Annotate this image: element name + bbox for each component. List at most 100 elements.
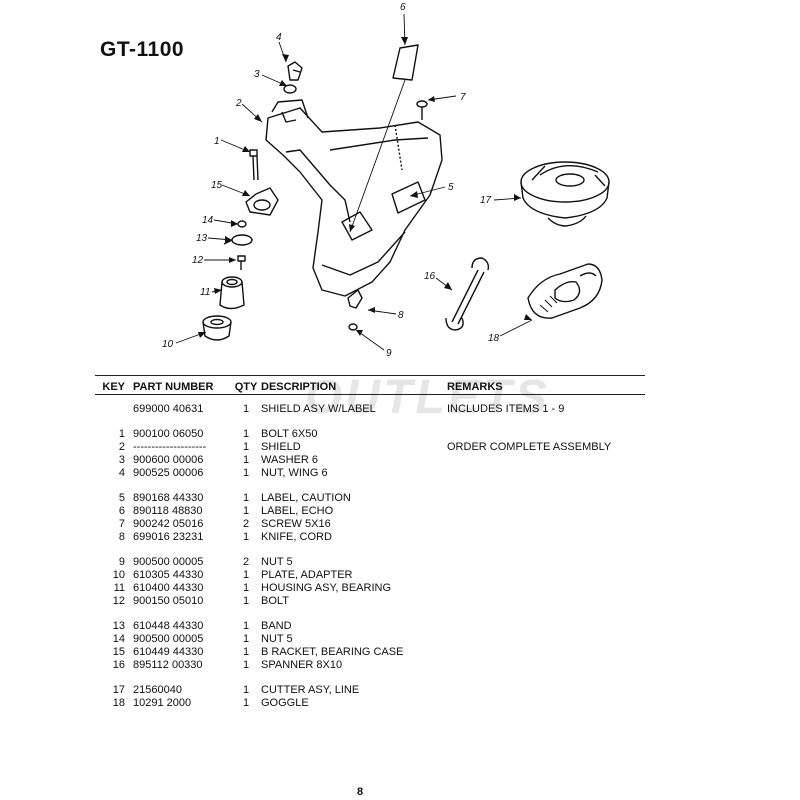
callout-9: 9 xyxy=(386,348,392,359)
cell-description: B RACKET, BEARING CASE xyxy=(261,646,404,658)
cell-qty: 1 xyxy=(242,403,250,415)
cell-description: PLATE, ADAPTER xyxy=(261,569,353,581)
cell-description: LABEL, CAUTION xyxy=(261,492,351,504)
cell-remarks xyxy=(447,633,647,646)
cell-description: GOGGLE xyxy=(261,697,309,709)
washer-drawing xyxy=(283,84,297,94)
cell-key: 17 xyxy=(112,684,125,696)
cell-remarks xyxy=(447,659,647,672)
callout-5: 5 xyxy=(448,182,454,193)
cell-remarks xyxy=(447,416,647,441)
cell-description: WASHER 6 xyxy=(261,454,319,466)
cell-key: 7 xyxy=(118,518,125,530)
cell-part-number: 900500 00005 xyxy=(133,556,204,568)
cell-qty: 1 xyxy=(242,633,250,645)
label-echo-drawing xyxy=(392,44,419,81)
cell-key: 15 xyxy=(112,646,125,658)
cell-qty: 1 xyxy=(242,582,250,594)
wing-nut-drawing xyxy=(287,61,303,81)
cell-remarks xyxy=(447,582,647,595)
callout-13: 13 xyxy=(196,233,208,244)
bracket-drawing xyxy=(245,187,279,216)
cell-qty: 1 xyxy=(242,684,250,696)
callout-15: 15 xyxy=(211,180,223,191)
cell-part-number: 900150 05010 xyxy=(133,595,204,607)
callout-14: 14 xyxy=(202,215,214,226)
callout-8: 8 xyxy=(398,310,404,321)
cell-qty: 1 xyxy=(242,595,250,607)
callout-7: 7 xyxy=(460,92,466,103)
cell-qty: 1 xyxy=(242,659,250,671)
cell-description: HOUSING ASY, BEARING xyxy=(261,582,392,594)
cell-part-number: 610449 44330 xyxy=(133,646,204,658)
cell-qty: 1 xyxy=(242,531,250,543)
header-remarks: REMARKS xyxy=(447,381,503,393)
nut-9-drawing xyxy=(348,323,358,331)
cell-key: 3 xyxy=(118,454,125,466)
callout-2: 2 xyxy=(235,98,242,109)
callout-11: 11 xyxy=(200,287,210,298)
cell-key: 14 xyxy=(112,633,125,645)
header-key: KEY xyxy=(102,381,125,393)
cell-description: NUT, WING 6 xyxy=(261,467,328,479)
callout-16: 16 xyxy=(424,271,436,282)
cell-part-number: 610305 44330 xyxy=(133,569,204,581)
cell-part-number: 900100 06050 xyxy=(133,428,204,440)
shield-drawing xyxy=(265,99,443,297)
cell-qty: 1 xyxy=(242,428,250,440)
callout-17: 17 xyxy=(480,195,492,206)
cell-part-number: 900525 00006 xyxy=(133,467,204,479)
cell-key: 1 xyxy=(118,428,125,440)
cell-remarks: ORDER COMPLETE ASSEMBLY xyxy=(447,441,612,453)
cell-qty: 2 xyxy=(242,556,250,568)
cell-key xyxy=(91,394,131,416)
callout-10: 10 xyxy=(162,339,174,350)
cell-qty: 1 xyxy=(242,454,250,466)
cell-qty: 2 xyxy=(242,518,250,530)
cell-key: 13 xyxy=(112,620,125,632)
cell-description: KNIFE, CORD xyxy=(261,531,332,543)
cell-part-number: 699000 40631 xyxy=(133,403,204,415)
cell-key: 5 xyxy=(118,492,125,504)
nut-drawing xyxy=(237,220,247,228)
cell-key: 18 xyxy=(112,697,125,709)
callout-4: 4 xyxy=(276,32,282,43)
screw-drawing xyxy=(416,100,428,120)
goggle-drawing xyxy=(527,263,603,319)
callout-1: 1 xyxy=(214,136,220,147)
cell-qty: 1 xyxy=(242,569,250,581)
header-description: DESCRIPTION xyxy=(261,381,337,393)
cell-part-number: 610400 44330 xyxy=(133,582,204,594)
cell-part-number: 890168 44330 xyxy=(133,492,204,504)
cell-remarks xyxy=(447,544,647,569)
table-row: 5 890168 44330 1 LABEL, CAUTION xyxy=(91,480,647,505)
cell-part-number: 890118 48830 xyxy=(133,505,203,517)
cell-key: 11 xyxy=(113,582,125,594)
cell-remarks xyxy=(447,595,647,608)
cell-key: 10 xyxy=(112,569,125,581)
bolt-drawing xyxy=(249,149,259,181)
cell-remarks xyxy=(447,531,647,544)
cell-key: 8 xyxy=(118,531,125,543)
cell-qty: 1 xyxy=(242,492,250,504)
cell-remarks: INCLUDES ITEMS 1 - 9 xyxy=(447,403,565,415)
cell-remarks xyxy=(447,467,647,480)
cell-key: 6 xyxy=(118,505,125,517)
exploded-parts-diagram: 4 3 2 1 15 14 13 12 11 10 6 7 5 8 9 17 1… xyxy=(162,2,610,359)
callout-18: 18 xyxy=(488,333,500,344)
cell-key: 16 xyxy=(112,659,125,671)
cell-remarks xyxy=(447,608,647,633)
page-number: 8 xyxy=(357,786,364,798)
table-header-rule xyxy=(95,394,645,395)
cell-qty: 1 xyxy=(242,441,250,453)
cell-part-number: 900500 00005 xyxy=(133,633,204,645)
cell-key: 2 xyxy=(118,441,125,453)
cutter-assembly-drawing xyxy=(520,161,610,227)
header-part-number: PART NUMBER xyxy=(133,381,214,393)
